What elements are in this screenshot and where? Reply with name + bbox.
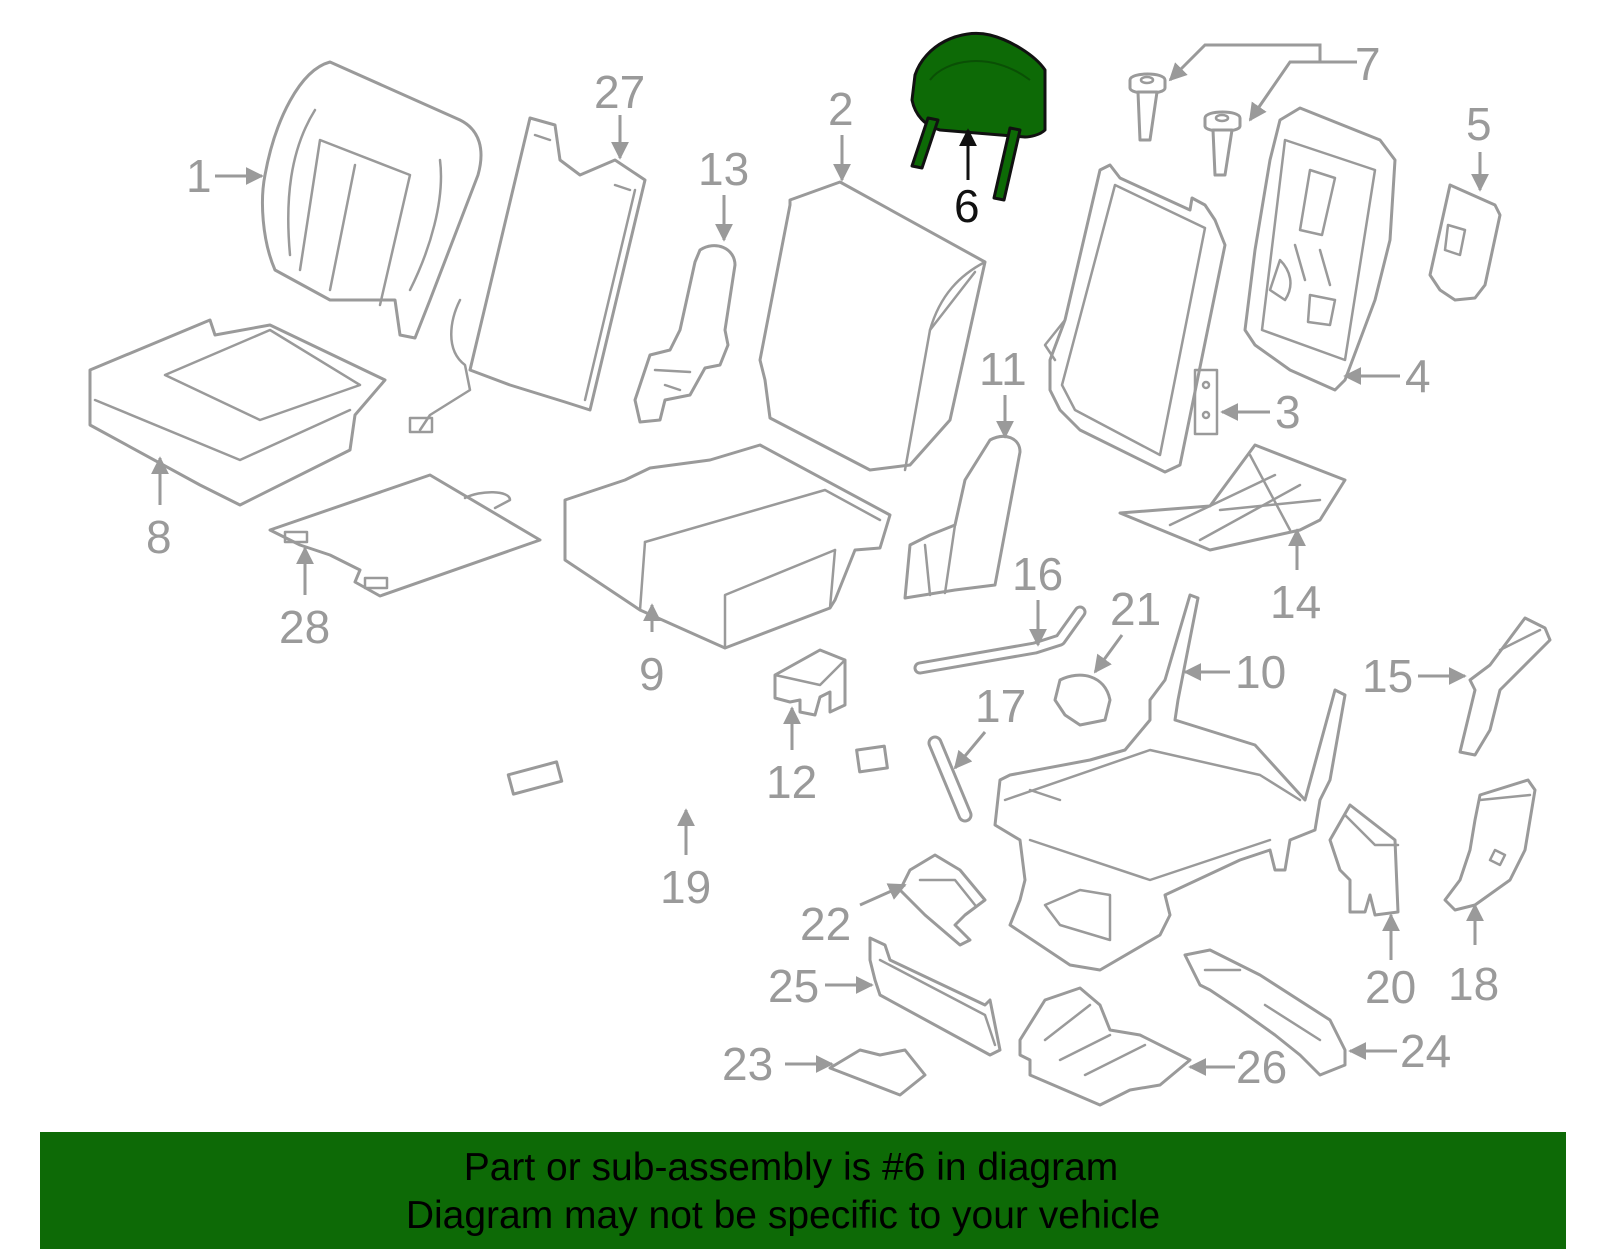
- svg-text:27: 27: [594, 66, 645, 118]
- svg-text:19: 19: [660, 861, 711, 913]
- callout-28: 28: [279, 546, 330, 653]
- callout-7: 7: [1168, 38, 1381, 122]
- part-9-seat-cushion: [563, 443, 892, 650]
- callout-23: 23: [722, 1038, 834, 1090]
- part-28-heating-pad: [268, 473, 542, 598]
- callout-3: 3: [1220, 386, 1301, 438]
- callout-4: 4: [1343, 350, 1431, 402]
- svg-text:17: 17: [975, 680, 1026, 732]
- part-26-cover: [1018, 986, 1192, 1107]
- svg-text:4: 4: [1405, 350, 1431, 402]
- part-25-trim: [868, 936, 1002, 1057]
- svg-text:2: 2: [828, 83, 854, 135]
- svg-text:5: 5: [1466, 98, 1492, 150]
- svg-text:25: 25: [768, 960, 819, 1012]
- part-11-side-shield: [903, 435, 1022, 600]
- svg-text:18: 18: [1448, 958, 1499, 1010]
- part-16-rod: [913, 605, 1087, 675]
- svg-text:16: 16: [1012, 548, 1063, 600]
- svg-text:1: 1: [186, 150, 212, 202]
- part-22-bracket: [898, 853, 987, 947]
- part-17-bar: [927, 735, 973, 823]
- callout-13: 13: [698, 143, 749, 242]
- svg-text:10: 10: [1235, 646, 1286, 698]
- part-6-headrest: [910, 31, 1047, 202]
- part-20-bracket: [1328, 803, 1400, 917]
- part-15-trim: [1458, 616, 1552, 757]
- callout-14: 14: [1270, 528, 1321, 628]
- part-8-cushion-cover: [88, 318, 387, 507]
- svg-text:23: 23: [722, 1038, 773, 1090]
- part-7-headrest-guides: [1128, 72, 1242, 177]
- callout-18: 18: [1448, 903, 1499, 1010]
- callout-12: 12: [766, 706, 817, 808]
- svg-text:15: 15: [1362, 650, 1413, 702]
- callout-10: 10: [1183, 646, 1286, 698]
- svg-text:8: 8: [146, 511, 172, 563]
- svg-text:14: 14: [1270, 576, 1321, 628]
- svg-text:12: 12: [766, 756, 817, 808]
- callout-21: 21: [1093, 583, 1161, 674]
- svg-text:20: 20: [1365, 961, 1416, 1013]
- callout-19: 19: [660, 808, 711, 913]
- svg-text:3: 3: [1275, 386, 1301, 438]
- part-12-bracket: [773, 648, 847, 717]
- part-5-handle: [1428, 183, 1502, 302]
- callout-26: 26: [1188, 1041, 1287, 1093]
- part-21-cover: [1053, 673, 1112, 727]
- svg-text:28: 28: [279, 601, 330, 653]
- svg-text:13: 13: [698, 143, 749, 195]
- part-4-back-panel: [1243, 106, 1397, 392]
- callout-1: 1: [186, 150, 264, 202]
- callout-9: 9: [639, 603, 665, 700]
- part-2-seatback: [758, 180, 987, 472]
- part-18-side-cover: [1443, 778, 1537, 912]
- callout-8: 8: [146, 456, 172, 563]
- svg-text:24: 24: [1400, 1025, 1451, 1077]
- callout-22: 22: [800, 883, 907, 950]
- callout-5: 5: [1466, 98, 1492, 192]
- svg-text:7: 7: [1355, 38, 1381, 90]
- callout-25: 25: [768, 960, 874, 1012]
- callout-17: 17: [953, 680, 1026, 770]
- banner-disclaimer: Diagram may not be specific to your vehi…: [405, 1194, 1161, 1237]
- part-14-seat-panel: [1118, 443, 1347, 552]
- svg-text:11: 11: [979, 343, 1027, 395]
- part-3-seatback-frame: [1043, 163, 1227, 474]
- svg-text:22: 22: [800, 898, 851, 950]
- part-19-cable: [493, 568, 902, 937]
- callout-11: 11: [979, 343, 1027, 439]
- callout-27: 27: [594, 66, 645, 160]
- callout-2: 2: [828, 83, 854, 182]
- svg-text:26: 26: [1236, 1041, 1287, 1093]
- part-10-seat-frame: [993, 593, 1347, 972]
- part-13-side-trim: [633, 244, 737, 424]
- part-24-trim: [1183, 948, 1347, 1077]
- part-27-seatback-panel: [408, 116, 647, 434]
- info-banner: Part or sub-assembly is #6 in diagram Di…: [40, 1132, 1566, 1249]
- part-23-pad: [828, 1048, 927, 1097]
- callout-16: 16: [1012, 548, 1063, 647]
- svg-text:21: 21: [1110, 583, 1161, 635]
- callout-24: 24: [1348, 1025, 1451, 1077]
- part-1-seatback-cover: [260, 60, 483, 340]
- callout-15: 15: [1362, 650, 1467, 702]
- banner-part-info: Part or sub-assembly is #6 in diagram: [463, 1146, 1119, 1189]
- svg-text:9: 9: [639, 648, 665, 700]
- svg-text:6: 6: [954, 180, 980, 232]
- callout-20: 20: [1365, 913, 1416, 1013]
- callout-6: 6: [954, 128, 980, 232]
